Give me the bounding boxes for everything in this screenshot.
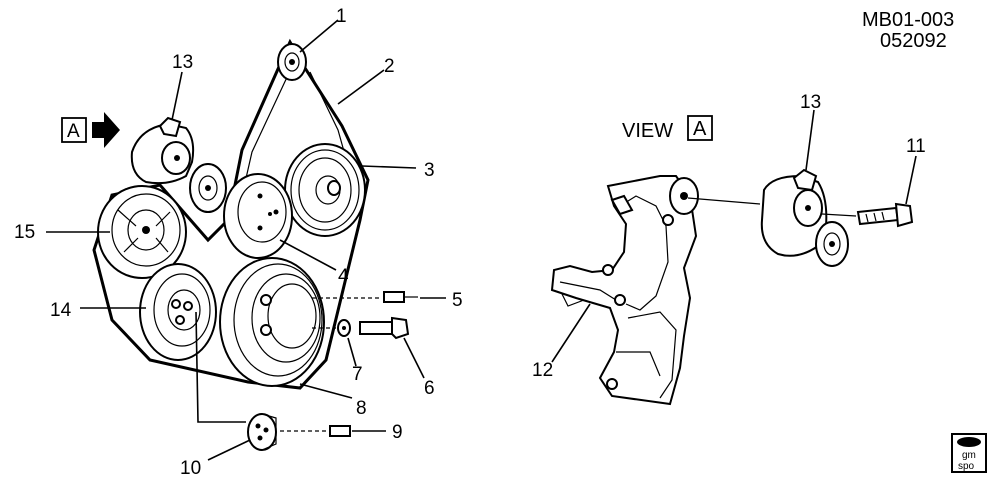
callout-8: 8: [356, 398, 367, 419]
arrow-a-label: A: [67, 121, 80, 142]
view-a-box: [61, 117, 87, 143]
lower-pulley: [139, 263, 217, 361]
diagram-date: 052092: [880, 30, 947, 52]
callout-7: 7: [352, 364, 363, 385]
callout-5: 5: [452, 290, 463, 311]
belt-drive-assembly: A: [46, 19, 446, 461]
callout-13-right: 13: [800, 92, 821, 113]
serpentine-belt: [92, 38, 370, 390]
power-steering-pulley: [284, 143, 366, 237]
logo-line1: gm: [962, 450, 976, 461]
callout-13-left: 13: [172, 52, 193, 73]
belt-tensioner: [130, 116, 227, 213]
crankshaft-damper: [219, 257, 325, 387]
washer-7: [337, 319, 351, 337]
bolt-9: [280, 425, 351, 437]
tensioner-bracket: [550, 175, 699, 406]
diagram-code: MB01-003: [862, 9, 954, 31]
bolt-11: [856, 202, 914, 228]
callout-11: 11: [906, 136, 926, 157]
tensioner-right: [760, 168, 849, 267]
idler-pulley-top: [277, 43, 307, 81]
bolt-6: [312, 316, 410, 340]
view-a-title: VIEW: [622, 120, 673, 142]
water-pump-pulley: [223, 173, 293, 259]
view-a-assembly: VIEW A: [550, 109, 917, 406]
callout-4: 4: [338, 266, 349, 287]
callout-1: 1: [336, 6, 347, 27]
callout-6: 6: [424, 378, 435, 399]
callout-2: 2: [384, 56, 395, 77]
callout-3: 3: [424, 160, 435, 181]
view-a-title-box: [687, 115, 713, 141]
view-a-title-letter: A: [693, 118, 707, 140]
callout-14: 14: [50, 300, 72, 321]
pulley-hub-10: [247, 413, 277, 451]
callout-15: 15: [14, 222, 35, 243]
gm-spo-logo: gm spo: [951, 433, 987, 473]
callout-9: 9: [392, 422, 403, 443]
callout-12: 12: [532, 360, 553, 381]
callout-10: 10: [180, 458, 201, 479]
logo-line2: spo: [958, 461, 975, 472]
generator-pulley: [97, 185, 187, 279]
bolt-5: [312, 291, 418, 303]
view-a-arrow: [92, 112, 120, 148]
